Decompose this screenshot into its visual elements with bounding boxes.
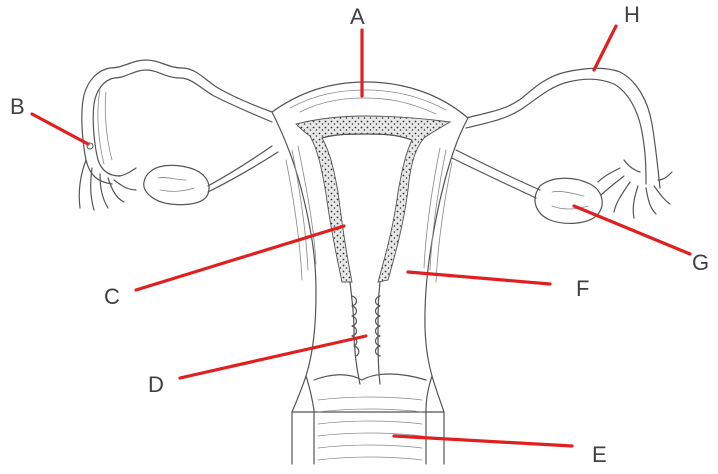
leader-line-g — [572, 204, 692, 256]
label-g: G — [692, 250, 709, 275]
leader-line-e — [392, 434, 574, 448]
label-h: H — [624, 2, 640, 27]
leader-line-b — [30, 112, 90, 146]
right-fallopian-tube — [465, 67, 661, 189]
left-ovary — [143, 145, 279, 206]
endometrium — [295, 115, 452, 283]
label-a: A — [350, 4, 365, 29]
uterine-cavity — [321, 133, 413, 385]
leader-line-h — [592, 24, 618, 72]
label-b: B — [10, 94, 25, 119]
label-e: E — [592, 442, 607, 467]
right-fimbriae — [597, 159, 673, 219]
vagina — [291, 373, 445, 465]
label-f: F — [576, 276, 589, 301]
leader-line-f — [406, 270, 552, 286]
leader-line-d — [178, 334, 368, 380]
label-c: C — [104, 284, 120, 309]
label-d: D — [148, 372, 164, 397]
left-fallopian-tube — [81, 59, 273, 185]
leader-line-c — [134, 224, 346, 292]
right-ovary — [451, 149, 603, 224]
left-fimbriae — [78, 159, 137, 211]
